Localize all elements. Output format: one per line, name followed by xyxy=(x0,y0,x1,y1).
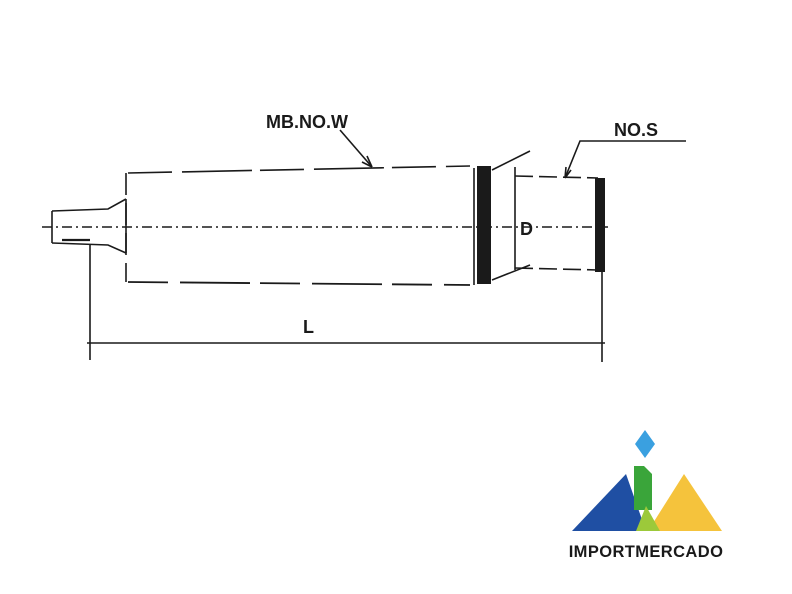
leader-size xyxy=(564,140,686,179)
flange xyxy=(477,166,491,284)
dimension-length xyxy=(87,245,605,362)
label-morse-taper: MB.NO.W xyxy=(266,112,348,132)
brand-logo xyxy=(572,430,722,531)
taper-body xyxy=(125,165,475,286)
label-diameter: D xyxy=(520,219,533,239)
shank xyxy=(51,198,127,254)
brand-name: IMPORTMERCADO xyxy=(568,543,724,561)
label-size: NO.S xyxy=(614,120,658,140)
label-length: L xyxy=(303,317,314,337)
leader-morse-taper xyxy=(339,129,373,168)
chuck-face xyxy=(595,178,605,272)
chuck-head xyxy=(491,150,599,281)
